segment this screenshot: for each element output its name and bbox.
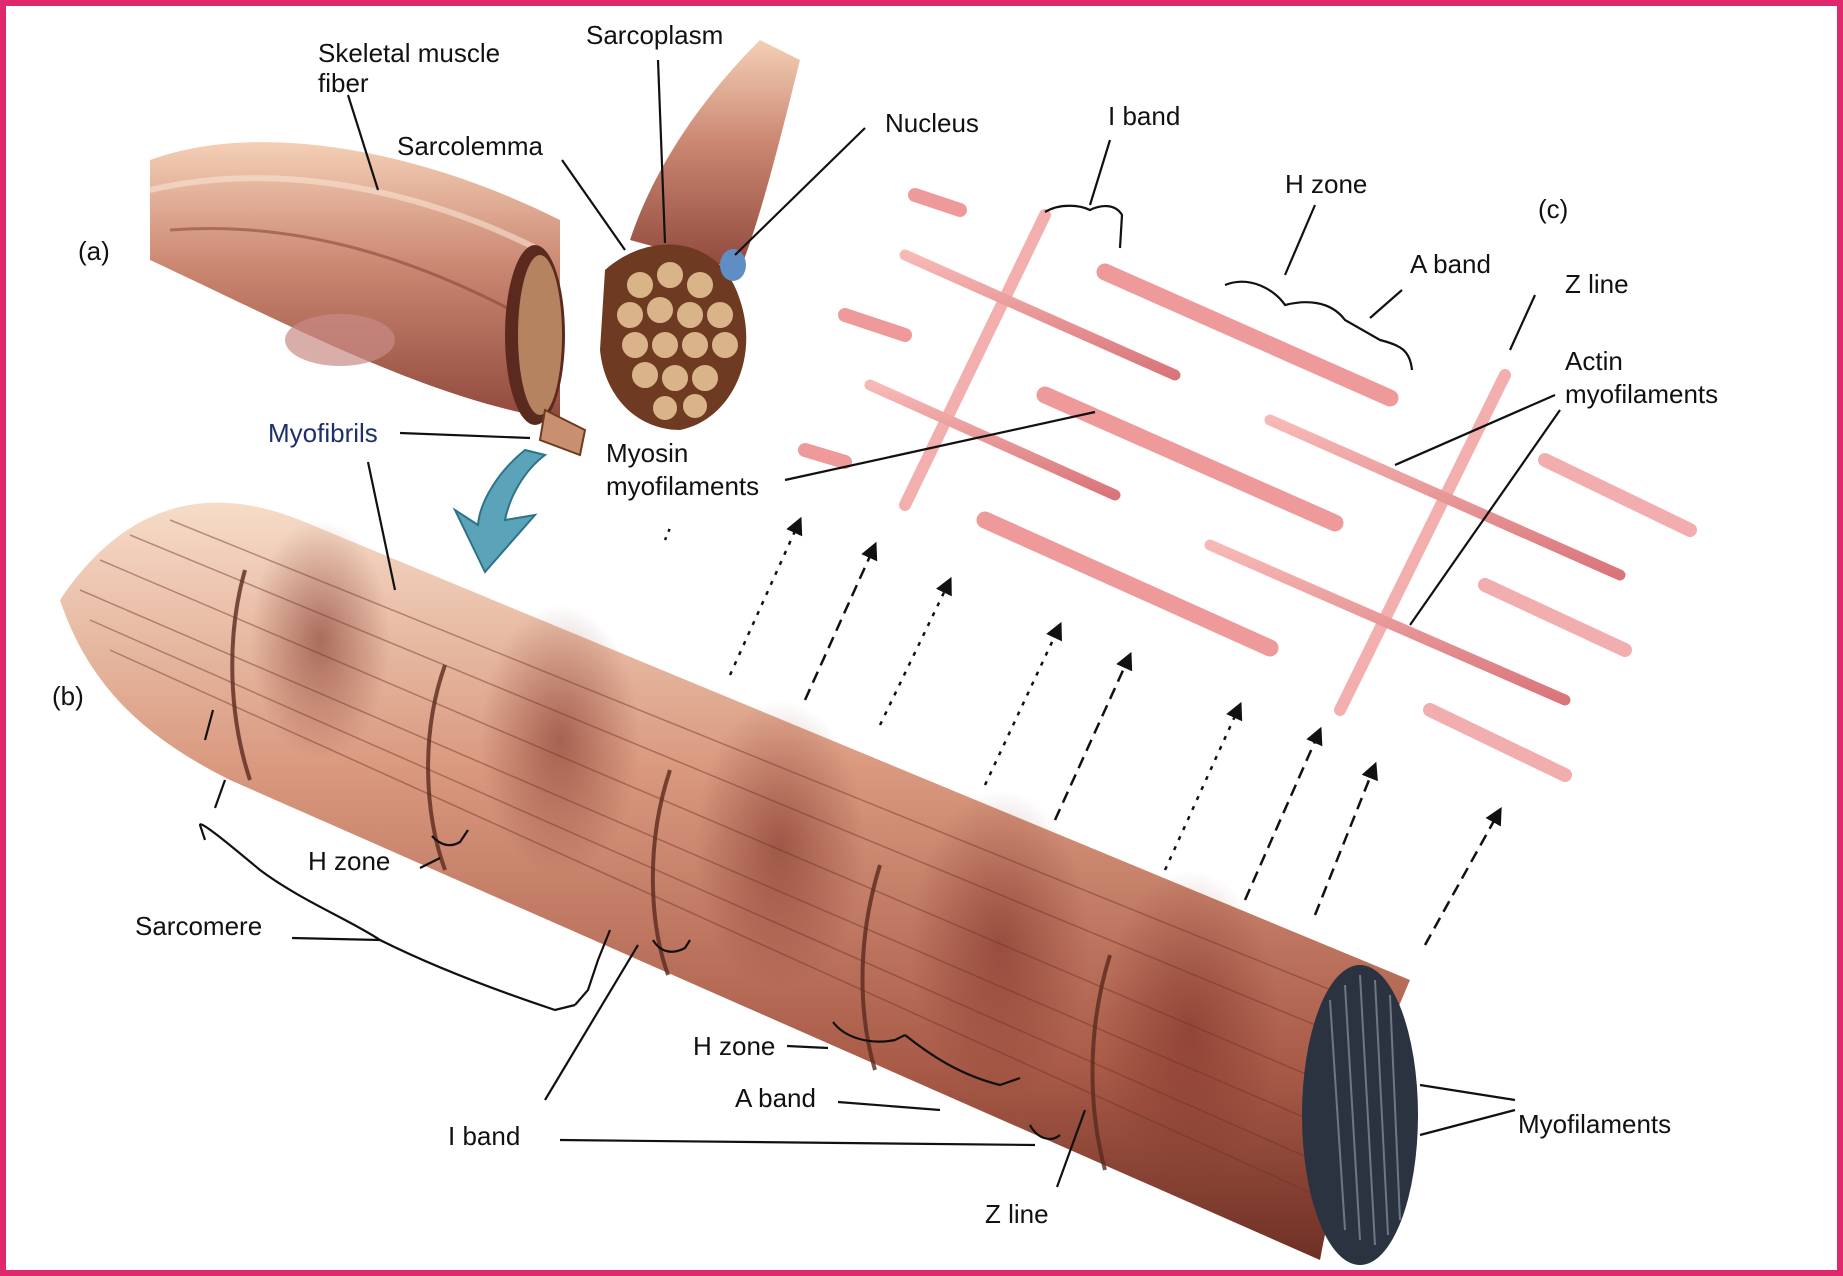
protruding-myofibril [540, 410, 585, 455]
myosin-label: Myosin [606, 438, 688, 468]
myosin-filament [1105, 272, 1390, 398]
actin-label: Actin [1565, 346, 1623, 376]
myosin-filament [985, 520, 1270, 648]
i-band-label-b: I band [448, 1121, 520, 1151]
actin-filament [1210, 545, 1565, 700]
panel-c-label: (c) [1538, 194, 1568, 224]
filament-stub [915, 195, 960, 210]
panel-b-label: (b) [52, 681, 84, 711]
sarcolemma-label: Sarcolemma [397, 131, 543, 161]
nucleus-label: Nucleus [885, 108, 979, 138]
myofibrils-label: Myofibrils [268, 418, 378, 448]
skeletal-muscle-fiber-label-line2: fiber [318, 68, 369, 98]
actin-label-line2: myofilaments [1565, 379, 1718, 409]
filament-stub [845, 315, 905, 335]
a-band-label-c: A band [1410, 249, 1491, 279]
sarcomere-label: Sarcomere [135, 911, 262, 941]
actin-filament [905, 255, 1175, 375]
myosin-label-line2: myofilaments [606, 471, 759, 501]
curved-arrow-icon [455, 450, 545, 572]
z-line-label-b: Z line [985, 1199, 1049, 1229]
i-band-label-c: I band [1108, 101, 1180, 131]
z-line-label-c: Z line [1565, 269, 1629, 299]
sarcoplasm-label: Sarcoplasm [586, 20, 723, 50]
filament-stub [1485, 585, 1625, 650]
fiber-nucleus-bulge [285, 314, 395, 366]
skeletal-muscle-fiber-illustration [150, 40, 800, 455]
panel-a-label: (a) [78, 236, 110, 266]
skeletal-muscle-fiber-label: Skeletal muscle [318, 38, 500, 68]
filament-stub [1545, 460, 1690, 530]
h-zone-label-lower: H zone [693, 1031, 775, 1061]
nucleus-blob [720, 249, 746, 281]
a-band-label-b: A band [735, 1083, 816, 1113]
myofilaments-label: Myofilaments [1518, 1109, 1671, 1139]
myofilament-ends [1302, 965, 1418, 1265]
h-zone-label-upper: H zone [308, 846, 390, 876]
filament-stub [1430, 710, 1565, 775]
h-zone-label-c: H zone [1285, 169, 1367, 199]
